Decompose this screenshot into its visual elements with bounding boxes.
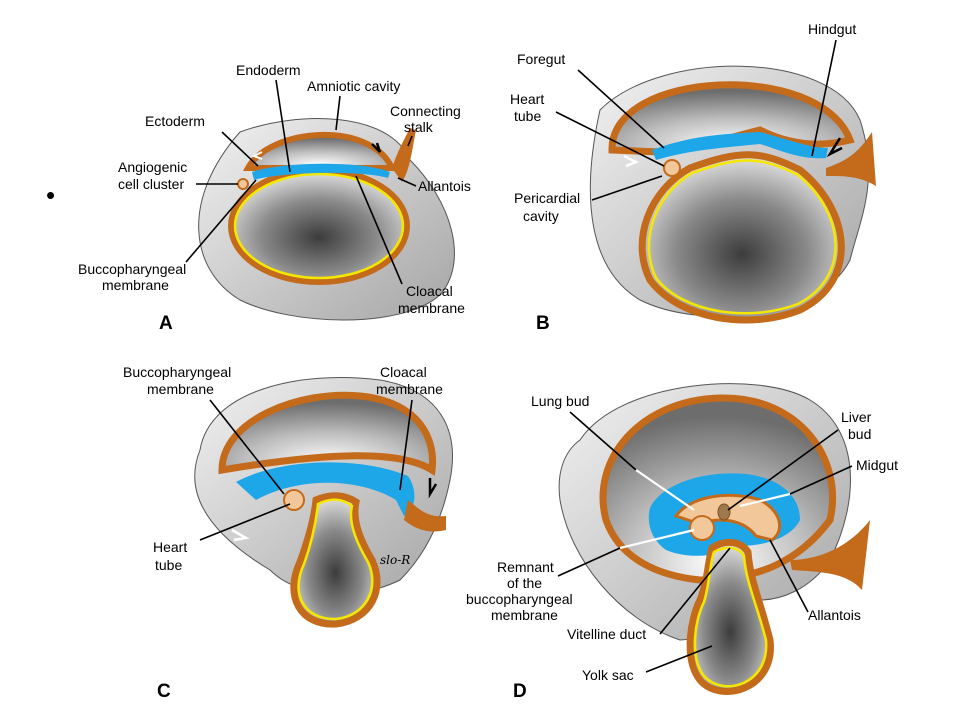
- panel-a-arrow-right: [371, 142, 382, 153]
- leader-c-bucco: [209, 399, 285, 495]
- panel-b-heart-tube: [663, 159, 681, 177]
- leader-a-cloacal: [355, 175, 403, 285]
- label-d-yolk-sac: Yolk sac: [582, 667, 634, 683]
- leader-a-bucco: [185, 179, 257, 263]
- label-d-remnant-3: buccopharyngeal: [466, 591, 573, 607]
- label-d-liver-1: Liver: [841, 409, 872, 425]
- label-b-foregut: Foregut: [517, 51, 565, 67]
- leader-a-amniotic: [335, 95, 341, 131]
- leader-b-heart: [555, 111, 665, 167]
- panel-d-endoderm-line: [693, 546, 768, 688]
- label-a-connecting-2: stalk: [404, 119, 434, 135]
- panel-c-connecting-stalk: [404, 500, 446, 532]
- leader-a-ectoderm: [221, 131, 259, 167]
- panel-a-yolk-sac: [228, 167, 410, 285]
- label-c-bucco-1: Buccopharyngeal: [123, 364, 231, 380]
- label-d-remnant-1: Remnant: [497, 559, 554, 575]
- panel-a-arrow-left: [251, 151, 263, 160]
- panel-a-letter: A: [159, 313, 173, 334]
- label-a-bucco-2: membrane: [102, 277, 169, 293]
- panel-a-angiogenic-cluster: [237, 178, 249, 190]
- leader-d-midgut: [789, 465, 853, 495]
- label-a-allantois: Allantois: [418, 178, 471, 194]
- panel-a: Endoderm Amniotic cavity Ectoderm Connec…: [78, 62, 471, 334]
- label-c-cloacal-2: membrane: [376, 381, 443, 397]
- label-a-amniotic-cavity: Amniotic cavity: [307, 78, 400, 94]
- panel-b: Hindgut Foregut Heart tube Pericardial c…: [510, 21, 876, 334]
- leader-b-foregut: [577, 69, 665, 149]
- leader-d-remnant-white: [619, 528, 695, 550]
- panel-c-amniotic-cavity: [218, 391, 437, 476]
- label-c-heart-1: Heart: [153, 539, 187, 555]
- label-c-heart-2: tube: [155, 557, 182, 573]
- illustrator-signature: slo-R: [380, 553, 410, 567]
- panel-c-arrow-left: [231, 528, 250, 542]
- panel-b-letter: B: [536, 313, 550, 334]
- leader-d-vitelline: [659, 547, 731, 635]
- panel-b-arrow-right: [826, 137, 843, 158]
- leader-d-liver: [727, 429, 839, 511]
- label-c-bucco-2: membrane: [147, 381, 214, 397]
- panel-d-heart-tube: [689, 515, 715, 541]
- label-a-bucco-1: Buccopharyngeal: [78, 261, 186, 277]
- panel-d-liver-bud: [717, 503, 731, 521]
- panel-c-letter: C: [157, 681, 171, 702]
- panel-c-heart-tube: [283, 489, 305, 511]
- leader-a-endoderm: [275, 79, 291, 173]
- leader-c-heart: [199, 503, 291, 541]
- panel-c-arrow-right: [428, 478, 438, 499]
- label-a-endoderm: Endoderm: [236, 62, 301, 78]
- panel-d-letter: D: [513, 681, 527, 702]
- label-a-angiogenic-2: cell cluster: [118, 176, 184, 192]
- leader-d-allantois: [769, 539, 809, 613]
- panel-d-yolk-sac: [686, 539, 774, 695]
- label-a-cloacal-1: Cloacal: [406, 283, 453, 299]
- leader-b-pericardial: [591, 175, 663, 201]
- panel-c-endoderm-line: [297, 498, 374, 621]
- label-d-remnant-2: of the: [507, 575, 542, 591]
- label-d-lung-bud: Lung bud: [531, 393, 589, 409]
- leader-d-lung: [569, 411, 637, 471]
- label-a-ectoderm: Ectoderm: [145, 113, 205, 129]
- bullet-point: •: [46, 180, 55, 210]
- label-a-cloacal-2: membrane: [398, 300, 465, 316]
- label-b-hindgut: Hindgut: [808, 21, 856, 37]
- label-d-midgut: Midgut: [856, 457, 898, 473]
- label-b-heart-2: tube: [514, 108, 541, 124]
- panel-b-endoderm-line: [647, 159, 837, 315]
- leader-c-cloacal: [399, 399, 413, 491]
- leader-d-lung-white: [635, 469, 695, 511]
- label-a-connecting-1: Connecting: [390, 103, 461, 119]
- panel-b-connecting-stalk: [826, 132, 876, 186]
- label-d-vitelline: Vitelline duct: [567, 626, 646, 642]
- leader-d-remnant: [557, 547, 621, 577]
- leader-a-connecting: [407, 135, 413, 147]
- panel-b-arrow-left: [623, 154, 640, 168]
- label-d-allantois: Allantois: [808, 607, 861, 623]
- leader-b-hindgut: [811, 39, 837, 157]
- panel-b-mesoderm-layer: [652, 132, 828, 160]
- label-d-liver-2: bud: [848, 426, 871, 442]
- panel-c-mesoderm-layer: [236, 462, 415, 516]
- panel-d-connecting-stalk: [790, 520, 870, 590]
- label-b-pericardial-1: Pericardial: [514, 190, 580, 206]
- label-a-angiogenic-1: Angiogenic: [118, 159, 187, 175]
- panel-d: Lung bud Liver bud Midgut Remnant of the…: [466, 383, 898, 702]
- leader-a-allantois: [397, 177, 417, 187]
- leader-d-midgut-white: [739, 492, 791, 508]
- leader-d-yolk: [645, 645, 713, 673]
- label-c-cloacal-1: Cloacal: [380, 364, 427, 380]
- label-b-heart-1: Heart: [510, 91, 544, 107]
- panel-a-endoderm-line: [233, 172, 405, 280]
- panel-c: Buccopharyngeal membrane Cloacal membran…: [123, 364, 453, 702]
- label-d-remnant-4: membrane: [491, 607, 558, 623]
- label-b-pericardial-2: cavity: [523, 208, 559, 224]
- panel-a-mesoderm-layer: [252, 163, 390, 180]
- panel-b-yolk-sac: [638, 151, 845, 324]
